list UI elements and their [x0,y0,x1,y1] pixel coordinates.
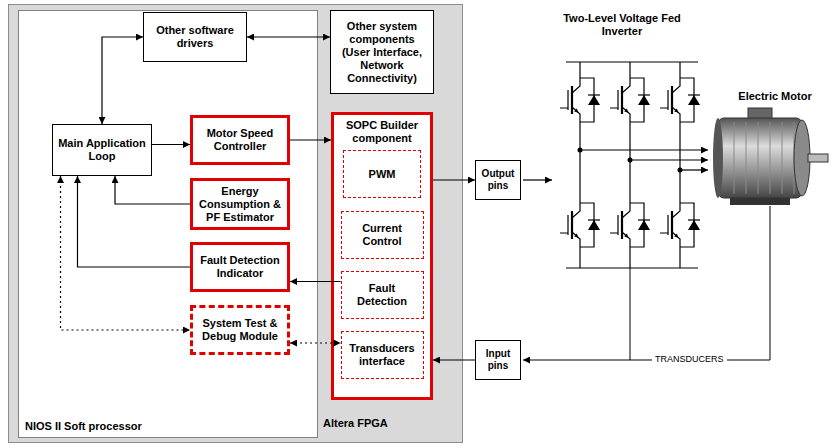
phase-wire [680,169,708,170]
hardware-block: Fault Detection [341,271,424,319]
box-label: Output pins [479,168,517,192]
hardware-component: PWM Current ControlFault DetectionTransdu… [331,112,433,400]
output-wire [523,179,552,180]
hardware-block: Transducers interface [341,331,424,379]
box-label: Main Application Loop [56,137,148,163]
data-flow-arrow [152,144,190,145]
motor-end [713,118,723,198]
debug-link [61,176,191,330]
igbt-symbol [610,195,650,255]
box-label: PWM [369,168,396,181]
processor-region: Other software driversMain Application L… [18,10,318,438]
hardware-block: Current Control [341,211,424,259]
fpga-region: Other software driversMain Application L… [8,4,463,443]
transducer-wire [630,268,631,360]
optional-module: System Test & Debug Module [190,305,290,355]
motor-shaft [808,154,828,162]
group-heading: SOPC Builder component [334,115,430,145]
junction-dot [628,158,633,163]
box-label: Motor Speed Controller [196,127,284,153]
pin-box: Input pins [475,340,521,380]
software-module: Motor Speed Controller [190,115,290,165]
data-flow-arrow [290,281,341,282]
igbt-symbol [660,195,700,255]
group-heading: NIOS II Soft processor [25,420,142,433]
data-flow-arrow [433,359,475,360]
phase-wire [580,149,708,150]
junction-dot [678,168,683,173]
signal-label: TRANSDUCERS [652,354,727,365]
group-heading: Altera FPGA [323,417,388,430]
motor-picture [713,108,828,205]
phase-wire [630,159,708,160]
box-label: System Test & Debug Module [196,317,284,343]
data-flow-arrow [102,37,143,124]
data-flow-arrow [78,176,191,267]
debug-link [290,342,341,343]
hardware-block: PWM [343,150,421,198]
igbt-symbol [560,70,600,130]
data-flow-arrow [433,179,475,180]
inverter-title: Two-Level Voltage Fed Inverter [562,12,682,38]
pin-box: Output pins [475,160,521,200]
data-flow-arrow [247,36,330,37]
igbt-symbol [660,70,700,130]
motor-ribs [734,122,794,194]
software-module: Fault Detection Indicator [190,242,290,292]
box-label: Other system components (User Interface,… [334,20,430,85]
box-label: Other software drivers [147,24,243,50]
data-flow-arrow [115,176,190,204]
box-label: Current Control [345,222,420,248]
igbt-symbol [610,70,650,130]
box-label: Transducers interface [345,342,420,368]
igbt-symbol [560,195,600,255]
transducer-wire [523,206,770,360]
box-label: Fault Detection [345,282,420,308]
box-label: Input pins [479,348,517,372]
process-box: Other system components (User Interface,… [330,10,434,94]
data-flow-arrow [290,139,331,140]
motor-label: Electric Motor [722,90,828,103]
motor-body [718,118,802,198]
junction-dot [578,148,583,153]
software-module: Energy Consumption & PF Estimator [190,178,290,230]
process-box: Other software drivers [143,12,247,62]
process-box: Main Application Loop [52,124,152,176]
leg-wire [580,62,680,268]
box-label: Fault Detection Indicator [196,254,284,280]
box-label: Energy Consumption & PF Estimator [196,185,284,224]
